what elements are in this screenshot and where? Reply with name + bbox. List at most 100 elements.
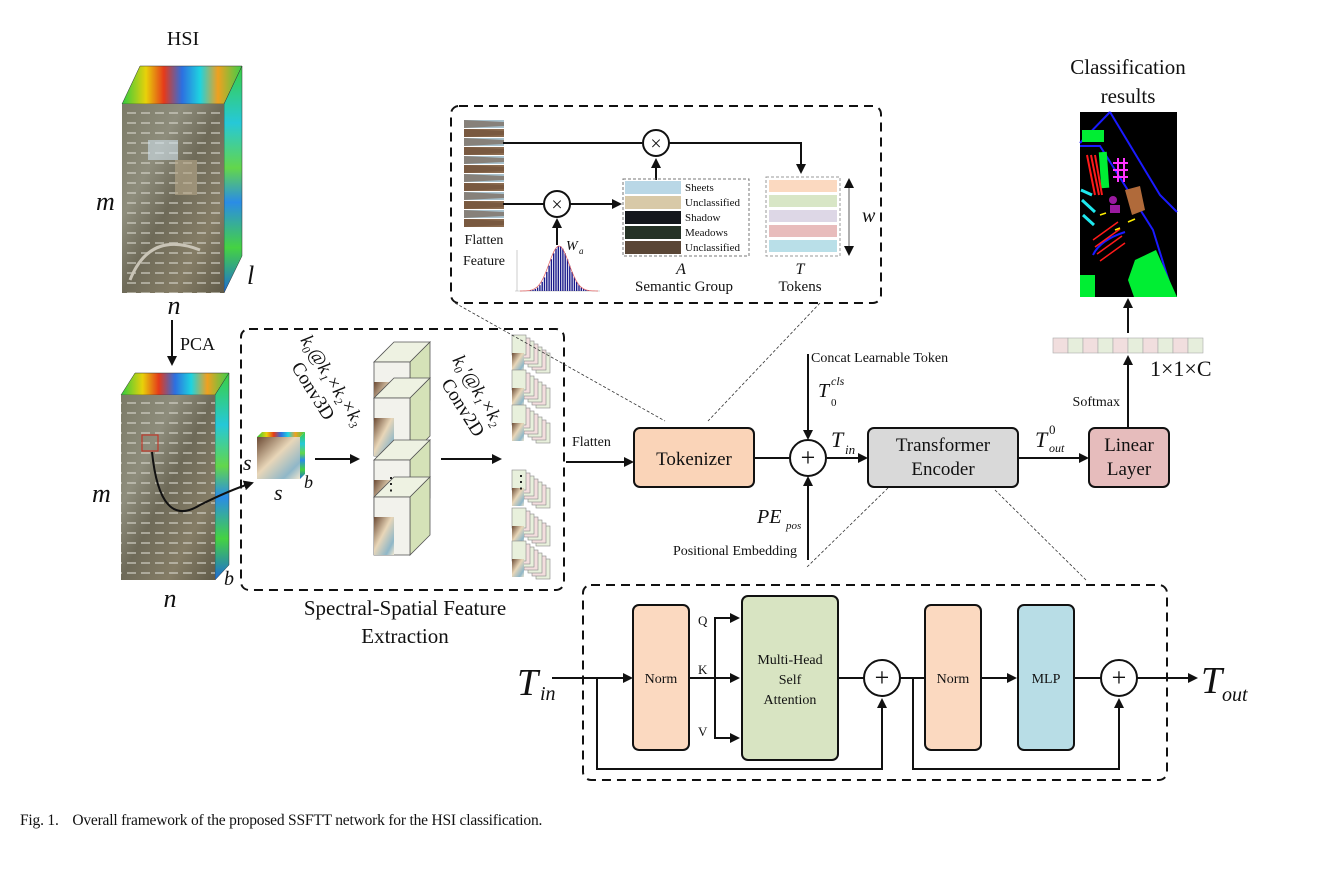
linear-label-1: Linear bbox=[1104, 435, 1154, 456]
histogram-bar bbox=[539, 285, 541, 291]
patch-dim-s-left: s bbox=[243, 450, 252, 475]
reduced-dim-n: n bbox=[164, 584, 177, 613]
flatten-label: Flatten bbox=[572, 435, 611, 450]
patch-dim-b: b bbox=[304, 472, 313, 492]
q-label: Q bbox=[698, 613, 708, 628]
zoom-guide bbox=[707, 302, 821, 422]
cls-token-sup: cls bbox=[831, 374, 845, 388]
weight-distribution-histogram bbox=[515, 245, 600, 292]
output-vector-cell bbox=[1082, 337, 1099, 354]
tokens-label: Tokens bbox=[778, 279, 821, 295]
output-vector-cell bbox=[1112, 337, 1129, 354]
classification-map bbox=[1079, 111, 1178, 297]
reduced-dim-m: m bbox=[92, 479, 111, 508]
mhsa-label-1: Multi-Head bbox=[757, 653, 822, 668]
tokens-box bbox=[765, 176, 841, 257]
pca-label: PCA bbox=[180, 334, 215, 354]
svg-text:×: × bbox=[551, 194, 562, 216]
concat-label: Concat Learnable Token bbox=[811, 351, 948, 366]
width-symbol: w bbox=[862, 205, 876, 227]
flatten-feature-label-2: Feature bbox=[463, 254, 505, 269]
semantic-row-swatch bbox=[625, 181, 681, 194]
hsi-cube: HSI m n l bbox=[96, 28, 254, 320]
histogram-bar bbox=[562, 248, 564, 291]
results-title-1: Classification bbox=[1070, 55, 1186, 79]
semantic-row-label: Meadows bbox=[685, 227, 728, 239]
encoder-detail-box bbox=[582, 584, 1168, 781]
conv3d-feature-blocks bbox=[373, 341, 431, 556]
zoom-guide bbox=[454, 302, 666, 422]
output-vector-cell bbox=[1172, 337, 1189, 354]
histogram-bar bbox=[541, 281, 543, 291]
encoder-input-symbol: T bbox=[517, 662, 541, 704]
token-bar bbox=[769, 240, 837, 252]
norm-label-2: Norm bbox=[937, 672, 970, 687]
semantic-row-swatch bbox=[625, 196, 681, 209]
feature-extraction-box bbox=[240, 328, 565, 591]
hsi-dim-l: l bbox=[247, 261, 254, 290]
weight-sub: a bbox=[579, 246, 584, 256]
histogram-bar bbox=[578, 285, 580, 291]
semantic-group-box bbox=[622, 178, 750, 257]
encoder-output-sub: out bbox=[1222, 684, 1248, 706]
feature-map-stack bbox=[511, 507, 551, 547]
t-in-symbol: T bbox=[831, 427, 845, 452]
cls-token-sub: 0 bbox=[831, 397, 837, 409]
pe-sub: pos bbox=[785, 520, 801, 532]
semantic-row-label: Unclassified bbox=[685, 197, 740, 209]
t-out-sub: out bbox=[1049, 441, 1065, 455]
norm-label-1: Norm bbox=[645, 672, 678, 687]
histogram-bar bbox=[571, 271, 573, 291]
results-title-2: results bbox=[1101, 84, 1156, 108]
token-rows bbox=[769, 180, 837, 252]
histogram-curve bbox=[519, 245, 599, 292]
svg-text:×: × bbox=[650, 133, 661, 155]
input-patch: s s b bbox=[243, 432, 313, 505]
conv2d-feature-maps bbox=[511, 334, 551, 580]
patch-dim-s-bottom: s bbox=[274, 480, 283, 505]
histogram-bar bbox=[559, 246, 562, 291]
output-vector-cell bbox=[1097, 337, 1114, 354]
histogram-bar bbox=[580, 287, 582, 291]
feature-extraction-title-2: Extraction bbox=[361, 624, 449, 648]
histogram-bar bbox=[553, 253, 555, 291]
histogram-bar bbox=[534, 289, 536, 291]
histogram-bar bbox=[530, 290, 532, 291]
feature-extraction-title-1: Spectral-Spatial Feature bbox=[304, 596, 506, 620]
feature-map-stack bbox=[511, 469, 551, 509]
linear-label-2: Layer bbox=[1107, 459, 1152, 480]
residual-connection-1 bbox=[596, 678, 887, 770]
output-vector-cell bbox=[1067, 337, 1084, 354]
hsi-dim-n: n bbox=[168, 291, 181, 320]
softmax-label: Softmax bbox=[1073, 395, 1120, 410]
histogram-bar bbox=[557, 246, 559, 291]
hsi-title: HSI bbox=[167, 28, 199, 50]
semantic-row-swatch bbox=[625, 226, 681, 239]
ellipsis-3d: ⋮ bbox=[382, 474, 400, 494]
t-out-sup: 0 bbox=[1049, 422, 1056, 437]
tokenizer-detail-box bbox=[450, 105, 882, 304]
t-out-symbol: T bbox=[1035, 427, 1049, 452]
encoder-input-sub: in bbox=[540, 683, 556, 705]
semantic-label: Semantic Group bbox=[635, 279, 733, 295]
hsi-spectral-side bbox=[223, 65, 243, 294]
output-vector-cell bbox=[1157, 337, 1174, 354]
histogram-bar bbox=[564, 253, 566, 291]
v-label: V bbox=[698, 724, 708, 739]
semantic-symbol: A bbox=[675, 261, 686, 278]
semantic-row-label: Unclassified bbox=[685, 242, 740, 254]
semantic-row-label: Sheets bbox=[685, 182, 714, 194]
caption-text: Overall framework of the proposed SSFTT … bbox=[72, 812, 543, 829]
svg-text:+: + bbox=[801, 443, 816, 472]
hsi-spectral-top bbox=[121, 65, 243, 105]
output-vector-cell bbox=[1187, 337, 1204, 354]
token-bar bbox=[769, 225, 837, 237]
residual-connection-2 bbox=[912, 678, 1124, 770]
output-vector-cell bbox=[1127, 337, 1144, 354]
v-arrow bbox=[714, 678, 740, 743]
cls-token-symbol: T bbox=[818, 380, 831, 402]
weight-label: W bbox=[566, 239, 579, 254]
token-bar bbox=[769, 210, 837, 222]
k-label: K bbox=[698, 662, 708, 677]
feature-map-stack bbox=[511, 334, 551, 374]
